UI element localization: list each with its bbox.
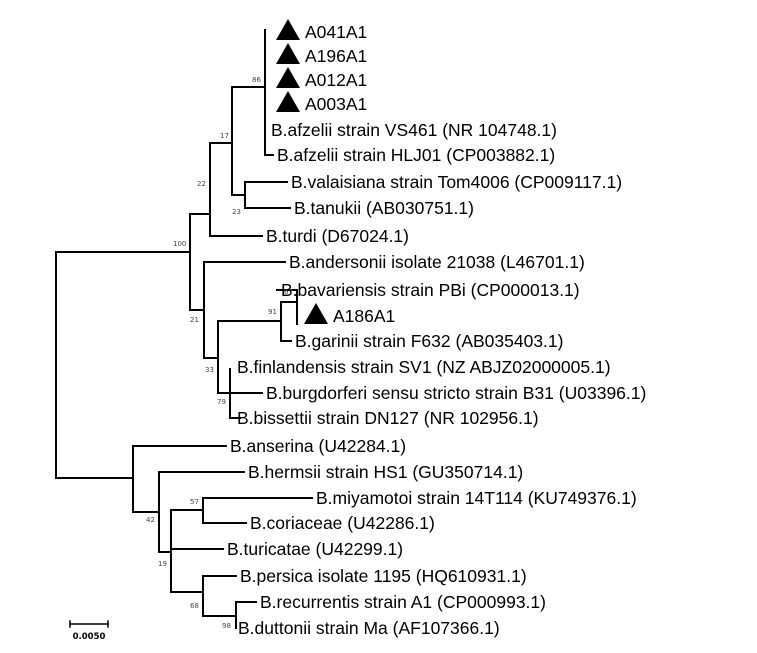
leaf-label: B.afzelii strain VS461 (NR 104748.1) <box>271 120 557 140</box>
leaf-label: B.tanukii (AB030751.1) <box>294 198 474 218</box>
bootstrap-value: 98 <box>222 622 231 630</box>
leaf-label: A003A1 <box>305 94 367 114</box>
bootstrap-value: 86 <box>252 76 261 84</box>
leaf-label: B.persica isolate 1195 (HQ610931.1) <box>240 566 527 586</box>
bootstrap-value: 57 <box>190 498 199 506</box>
leaf-label: B.bavariensis strain PBi (CP000013.1) <box>281 280 580 300</box>
bootstrap-value: 33 <box>205 366 214 374</box>
leaf-label: B.recurrentis strain A1 (CP000993.1) <box>260 592 546 612</box>
bootstrap-value: 21 <box>190 316 199 324</box>
leaf-label: B.miyamotoi strain 14T114 (KU749376.1) <box>316 488 637 508</box>
leaf-label: A041A1 <box>305 22 367 42</box>
triangle-marker-icon <box>276 67 300 88</box>
leaf-label: B.duttonii strain Ma (AF107366.1) <box>238 618 500 638</box>
scale-bar-label: 0.0050 <box>73 632 106 642</box>
triangle-marker-icon <box>304 303 328 324</box>
bootstrap-value: 79 <box>217 398 226 406</box>
leaf-label: B.afzelii strain HLJ01 (CP003882.1) <box>277 145 555 165</box>
leaf-label: A196A1 <box>305 46 367 66</box>
scale-bar: 0.0050 <box>69 620 109 642</box>
leaf-label: A012A1 <box>305 70 367 90</box>
bootstrap-value: 91 <box>268 308 277 316</box>
leaf-label: B.garinii strain F632 (AB035403.1) <box>295 331 563 351</box>
leaf-label: B.turdi (D67024.1) <box>266 226 409 246</box>
bootstrap-value: 17 <box>220 132 229 140</box>
leaf-label: A186A1 <box>333 306 395 326</box>
bootstrap-value: 42 <box>146 516 155 524</box>
bootstrap-value: 67 <box>284 288 293 296</box>
leaf-label: B.turicatae (U42299.1) <box>227 539 403 559</box>
leaf-label: B.coriaceae (U42286.1) <box>250 513 435 533</box>
tree-branches <box>55 29 313 629</box>
bootstrap-value: 68 <box>190 602 199 610</box>
leaf-label: B.finlandensis strain SV1 (NZ ABJZ020000… <box>237 357 611 377</box>
bootstrap-labels: 86 17 23 22 100 21 67 91 33 79 42 57 19 68 98 <box>146 76 293 630</box>
bootstrap-value: 23 <box>232 208 241 216</box>
leaf-label: B.andersonii isolate 21038 (L46701.1) <box>289 252 585 272</box>
isolate-markers <box>276 19 328 324</box>
bootstrap-value: 100 <box>173 240 186 248</box>
bootstrap-value: 19 <box>158 560 167 568</box>
triangle-marker-icon <box>276 43 300 64</box>
triangle-marker-icon <box>276 19 300 40</box>
triangle-marker-icon <box>276 91 300 112</box>
leaf-label: B.burgdorferi sensu stricto strain B31 (… <box>266 383 646 403</box>
leaf-label: B.anserina (U42284.1) <box>230 436 406 456</box>
leaf-label: B.valaisiana strain Tom4006 (CP009117.1) <box>291 172 622 192</box>
bootstrap-value: 22 <box>197 180 206 188</box>
leaf-label: B.hermsii strain HS1 (GU350714.1) <box>248 462 523 482</box>
leaf-label: B.bissettii strain DN127 (NR 102956.1) <box>237 408 539 428</box>
